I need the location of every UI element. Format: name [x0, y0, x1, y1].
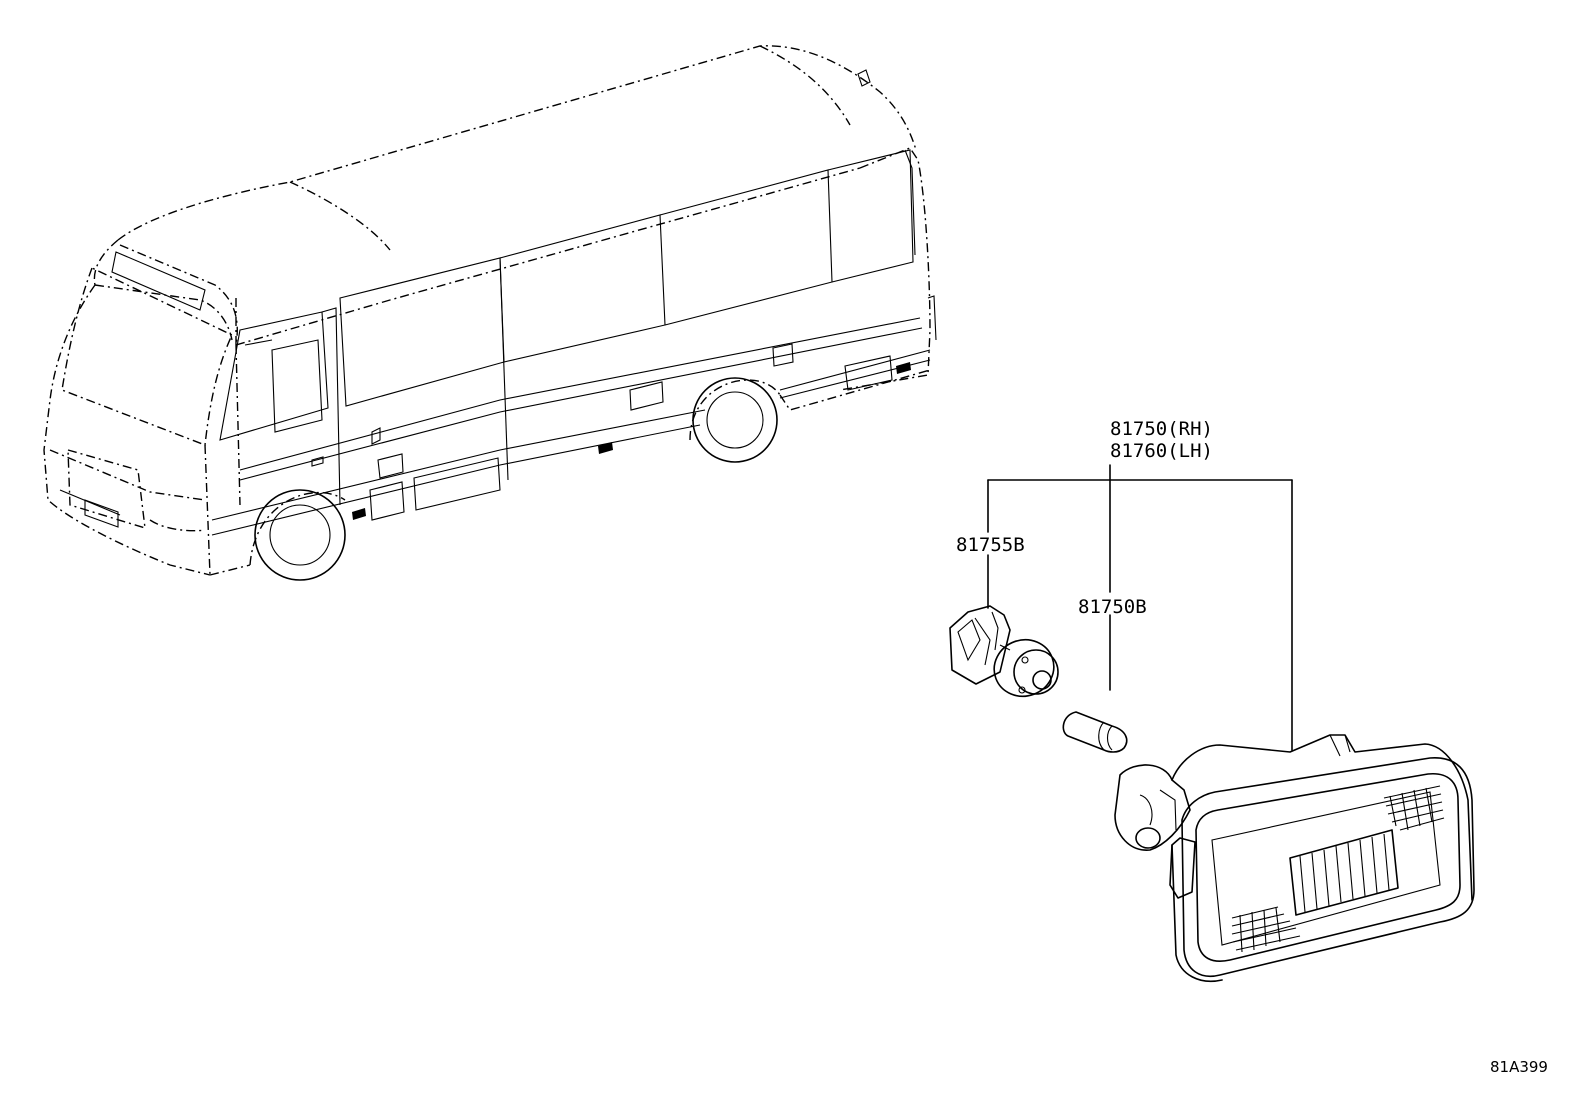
- vehicle-outline: [43, 45, 937, 581]
- reference-code: 81A399: [1490, 1058, 1548, 1076]
- callout-assembly-rh: 81750(RH): [1110, 418, 1213, 440]
- lens-hatch-center: [1299, 833, 1390, 913]
- bulb-part: [1062, 711, 1128, 753]
- callout-bulb: 81750B: [1078, 596, 1147, 618]
- lens-grid-upper: [1383, 785, 1445, 831]
- callout-leaders: [987, 464, 1293, 751]
- callout-assembly-lh: 81760(LH): [1110, 440, 1213, 462]
- callout-socket: 81755B: [956, 534, 1025, 556]
- socket-part: [949, 605, 1059, 698]
- lamp-assembly-part: [1114, 734, 1475, 982]
- lens-grid-lower: [1231, 906, 1301, 953]
